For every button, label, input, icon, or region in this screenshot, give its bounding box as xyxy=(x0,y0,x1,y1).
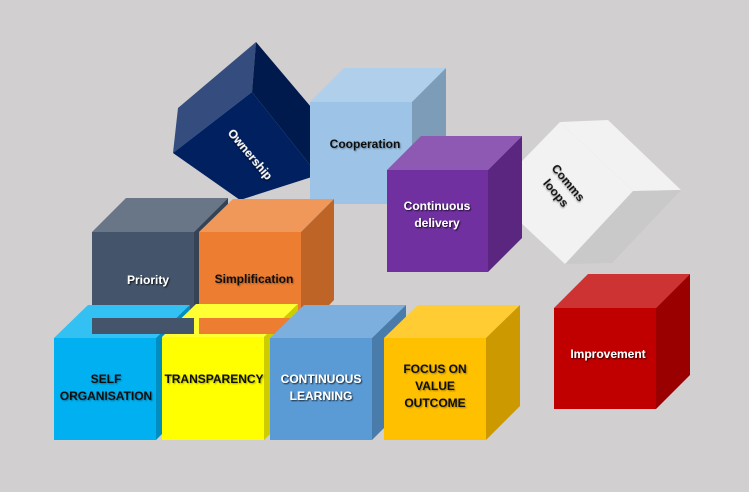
cube-front-face xyxy=(173,92,318,200)
cube-label-line-1: SELF xyxy=(91,372,122,386)
cube-front-face xyxy=(387,170,488,272)
cube-side-face xyxy=(301,199,334,334)
cube-label: Cooperation xyxy=(330,137,401,151)
cube-label-line-2: VALUE xyxy=(415,379,455,393)
cube-continuous-delivery: Continuous delivery xyxy=(387,136,522,272)
cube-front-face xyxy=(490,122,633,264)
cube-front-face xyxy=(554,308,656,409)
cube-label-line-2: LEARNING xyxy=(290,389,353,403)
cube-top-face xyxy=(384,305,520,338)
cube-top-face xyxy=(310,68,446,102)
cube-front-face xyxy=(162,337,264,440)
cube-top-face xyxy=(173,42,256,153)
cube-comms-loops: Comms loops xyxy=(490,120,681,264)
cube-label: Improvement xyxy=(570,347,645,361)
cube-label-line-1: CONTINUOUS xyxy=(281,372,362,386)
priority-front-overlap xyxy=(92,318,194,334)
simplification-front-overlap xyxy=(199,318,301,334)
cube-side-face xyxy=(656,274,690,409)
cube-label-line-2: ORGANISATION xyxy=(60,389,152,403)
cube-side-face xyxy=(565,190,681,264)
cube-front-face xyxy=(270,338,372,440)
cube-label: Simplification xyxy=(215,272,294,286)
cube-label-line-1: FOCUS ON xyxy=(403,362,466,376)
cube-front-face xyxy=(54,338,156,440)
cube-top-face xyxy=(199,199,334,232)
cube-label: TRANSPARENCY xyxy=(164,372,263,386)
cube-cooperation: Cooperation xyxy=(310,68,446,204)
cube-side-face xyxy=(252,42,322,175)
cube-label: Priority xyxy=(127,273,169,287)
cube-side-face xyxy=(486,305,520,440)
cube-top-face xyxy=(92,198,228,232)
cube-top-face xyxy=(387,136,522,170)
cube-top-face xyxy=(270,305,406,338)
cube-side-face xyxy=(488,136,522,272)
cube-top-face xyxy=(554,274,690,308)
cube-top-face xyxy=(560,120,681,191)
cube-focus-value-outcome: FOCUS ON VALUE OUTCOME xyxy=(384,305,520,440)
cube-label-line-2: delivery xyxy=(414,216,460,230)
cube-ownership: Ownership xyxy=(173,42,322,200)
cube-front-face xyxy=(384,338,486,440)
cube-label-line-1: Continuous xyxy=(404,199,471,213)
cube-improvement: Improvement xyxy=(554,274,690,409)
cube-label-line-3: OUTCOME xyxy=(404,396,465,410)
